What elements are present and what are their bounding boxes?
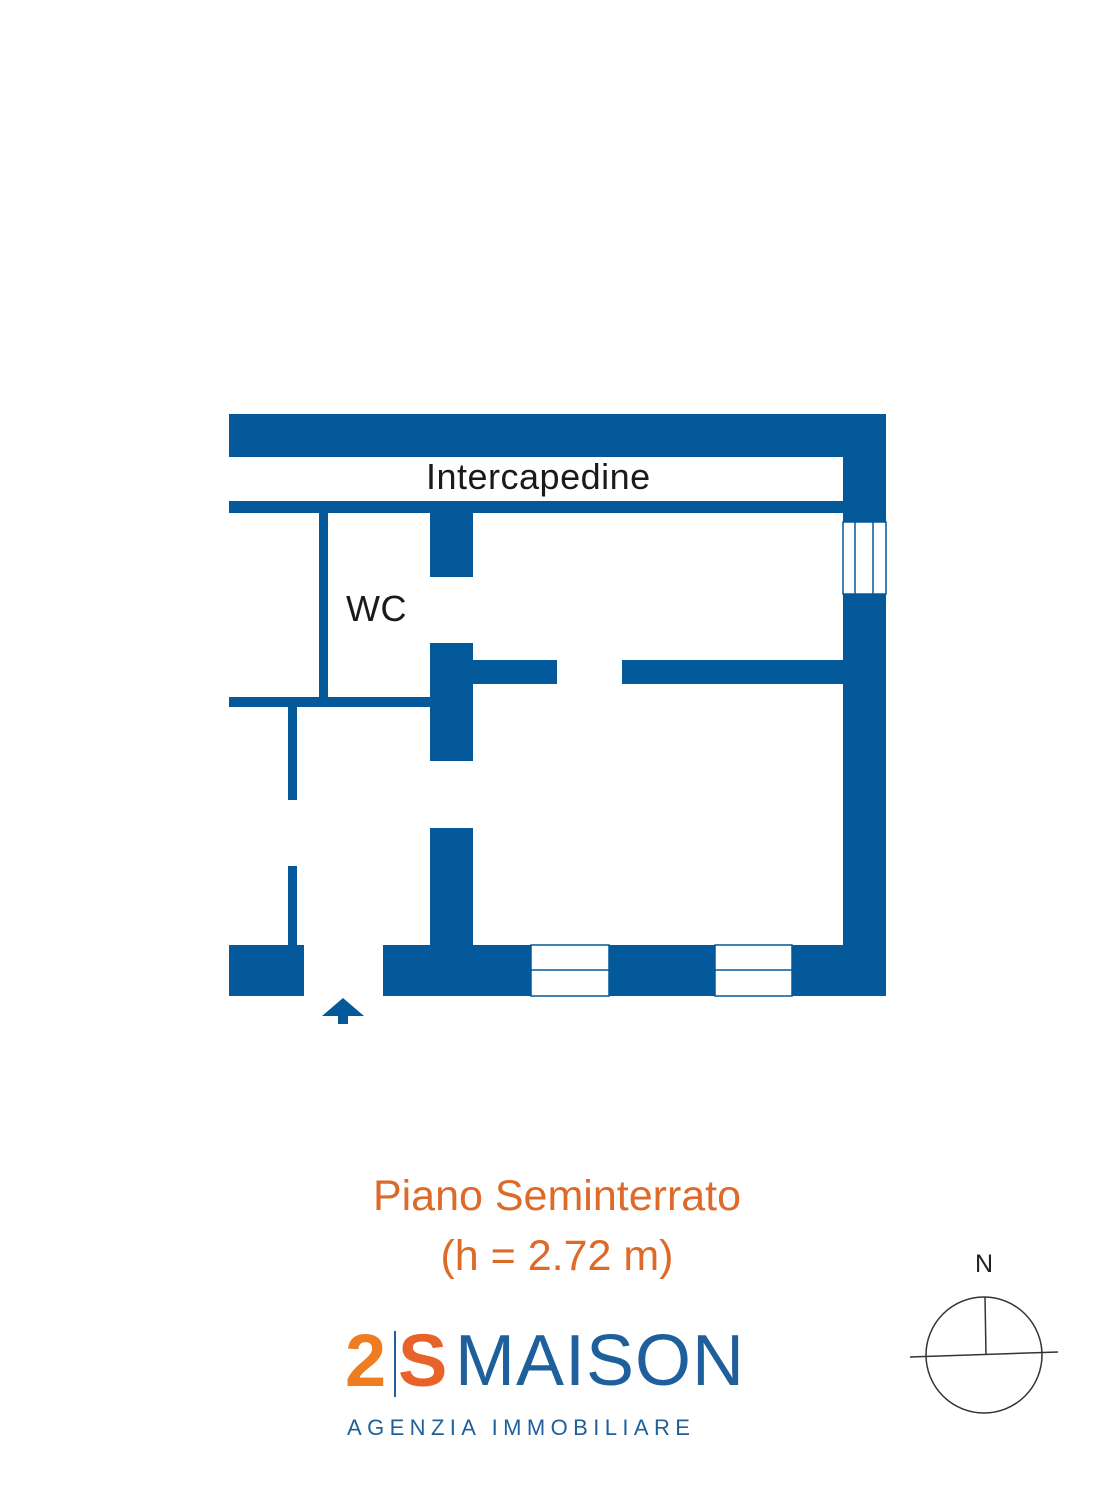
column-lower [430, 828, 473, 954]
room-label-wc: WC [346, 588, 407, 629]
agency-logo: 2 S MAISON AGENZIA IMMOBILIARE [345, 1321, 765, 1447]
column-middle [430, 643, 473, 761]
compass-circle [925, 1296, 1043, 1414]
wall-corridor-lower [288, 866, 297, 946]
compass-north-label: N [975, 1250, 994, 1278]
logo-mark-right: S [398, 1319, 448, 1402]
entrance-arrow-stem [338, 1014, 348, 1024]
wall-partition-right [622, 660, 843, 684]
column-upper [430, 513, 473, 577]
wall-bottom-2 [383, 945, 531, 996]
logo-mark-left: 2 [345, 1319, 387, 1402]
floor-height-caption: (h = 2.72 m) [440, 1232, 674, 1280]
wall-bottom-4 [792, 945, 886, 996]
logo-tagline: AGENZIA IMMOBILIARE [347, 1415, 696, 1440]
wall-partition-left [473, 660, 557, 684]
wall-right-upper [843, 414, 886, 522]
windows [530, 521, 887, 997]
floor-name-caption: Piano Seminterrato [372, 1172, 742, 1220]
entrance-arrow-head [322, 998, 364, 1016]
compass-north-line [984, 1296, 987, 1356]
compass-east-west-line [909, 1351, 1059, 1358]
wall-right-lower [843, 594, 886, 996]
window-right [842, 521, 887, 595]
wall-intercapedine-inner [229, 501, 843, 513]
room-label-intercapedine: Intercapedine [426, 456, 651, 497]
wall-bottom-1 [229, 945, 304, 996]
logo-divider [394, 1331, 396, 1397]
wall-bottom-3 [609, 945, 715, 996]
wall-corridor-upper [288, 707, 297, 800]
logo-brand: MAISON [455, 1321, 746, 1401]
compass-rose-icon [909, 1296, 1059, 1414]
up-arrow-icon [322, 998, 364, 1024]
walls [229, 414, 886, 996]
wall-wc-vertical [319, 513, 328, 699]
wall-top-outer [229, 414, 886, 457]
wall-wc-horizontal [229, 697, 430, 707]
